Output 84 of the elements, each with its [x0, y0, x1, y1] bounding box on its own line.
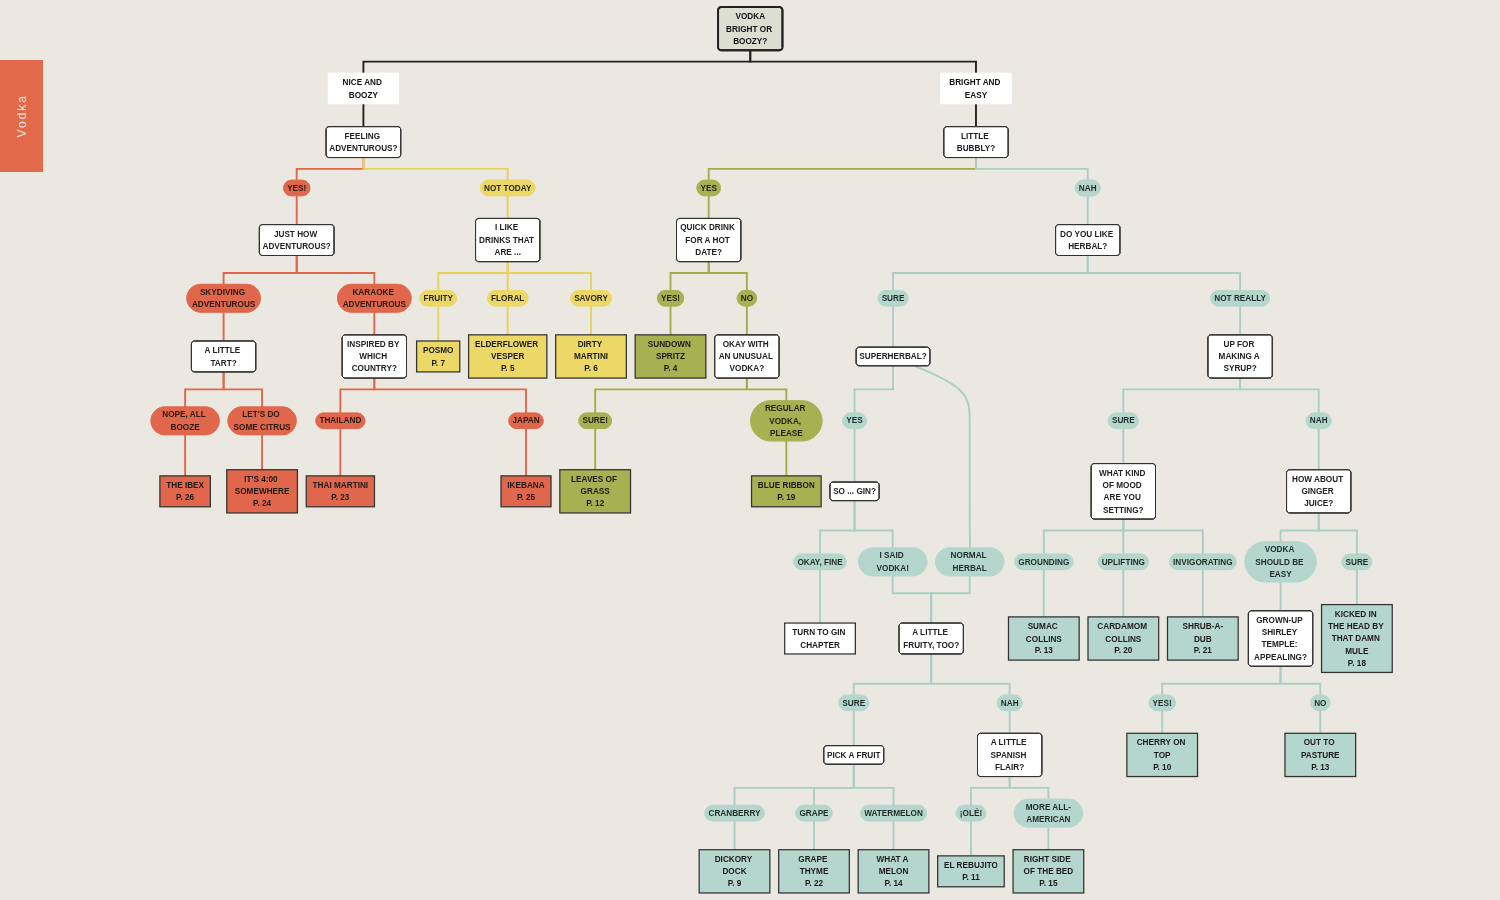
connector — [975, 102, 978, 128]
connector — [1122, 568, 1125, 618]
connector — [339, 427, 342, 477]
connector — [853, 709, 856, 747]
connector — [373, 311, 376, 336]
connector — [853, 763, 895, 807]
node-box: WHAT A MELON P. 14 — [857, 849, 930, 894]
connector — [296, 254, 376, 286]
node-box: SUMAC COLLINS P. 13 — [1008, 616, 1081, 661]
connector — [669, 305, 672, 336]
node-box: IKEBANA P. 25 — [500, 475, 552, 508]
node-box: CHERRY ON TOP P. 10 — [1126, 732, 1199, 778]
node-box: ELDERFLOWER VESPER P. 5 — [468, 334, 548, 379]
connector — [1009, 709, 1011, 735]
node-box: TURN TO GIN CHAPTER — [784, 622, 857, 655]
connector — [1047, 826, 1050, 851]
connector — [746, 305, 749, 336]
connector — [184, 433, 187, 477]
connector — [590, 305, 593, 336]
section-tab: Vodka — [0, 60, 43, 172]
node-box: IT'S 4:00 SOMEWHERE P. 24 — [226, 469, 299, 514]
node-box: THE IBEX P. 26 — [159, 475, 212, 508]
connector — [930, 574, 971, 624]
connector — [1318, 427, 1321, 471]
node-box: NICE AND BOOZY — [328, 72, 400, 105]
connector — [1087, 254, 1242, 292]
connector — [749, 49, 978, 74]
connector — [1043, 568, 1046, 618]
connector — [853, 364, 895, 415]
node-box: BLUE RIBBON P. 19 — [751, 475, 823, 508]
node-box: SHRUB-A-DUB P. 21 — [1167, 616, 1240, 661]
connector — [362, 102, 365, 128]
node-box: BRIGHT AND EASY — [940, 72, 1012, 105]
node-box: DICKORY DOCK P. 9 — [698, 849, 771, 894]
connector — [296, 194, 298, 226]
node-box: CARDAMOM COLLINS P. 20 — [1087, 616, 1160, 661]
connector — [733, 819, 736, 851]
node-box: KICKED IN THE HEAD BY THAT DAMN MULE P. 18 — [1321, 603, 1394, 674]
connector — [1122, 427, 1125, 465]
connector — [785, 439, 788, 477]
connector — [1318, 512, 1359, 556]
connector — [853, 499, 895, 549]
connector — [1356, 568, 1359, 606]
connector — [892, 819, 895, 851]
connector — [507, 305, 510, 336]
connector — [708, 260, 749, 292]
node-box: SUNDOWN SPRITZ P. 4 — [634, 334, 707, 379]
node-box: EL REBUJITO P. 11 — [937, 855, 1006, 888]
node-box: LEAVES OF GRASS P. 12 — [559, 469, 632, 514]
connector — [1202, 568, 1205, 618]
node-box: POSMO P. 7 — [416, 340, 461, 373]
connector — [813, 819, 816, 851]
connector — [1239, 305, 1242, 336]
connector — [708, 194, 710, 220]
connector — [261, 433, 264, 471]
connector — [437, 305, 440, 342]
connector — [746, 377, 788, 402]
node-box: DIRTY MARTINI P. 6 — [555, 334, 628, 379]
connector — [1279, 665, 1322, 697]
connector — [975, 156, 1090, 182]
connector — [223, 311, 225, 342]
connector — [1122, 518, 1205, 556]
connector — [1239, 377, 1321, 415]
node-box: THAI MARTINI P. 23 — [306, 475, 376, 508]
connector — [507, 194, 510, 220]
node-box: RIGHT SIDE OF THE BED P. 15 — [1012, 849, 1085, 894]
connector — [362, 156, 510, 182]
connector — [1009, 775, 1050, 801]
connector — [892, 305, 895, 349]
connector — [1279, 580, 1282, 612]
connector — [853, 427, 856, 483]
connector — [819, 568, 822, 624]
connector — [525, 427, 528, 477]
node-box: GRAPE THYME P. 22 — [778, 849, 851, 894]
connector — [507, 260, 593, 292]
connector — [594, 427, 597, 471]
connector — [184, 370, 225, 408]
connector — [970, 819, 973, 857]
connector — [1319, 709, 1322, 735]
connector — [1161, 709, 1164, 735]
node-box: OUT TO PASTURE P. 13 — [1284, 732, 1357, 778]
connector — [930, 653, 1011, 697]
connector — [373, 377, 528, 415]
connector — [1087, 194, 1090, 226]
